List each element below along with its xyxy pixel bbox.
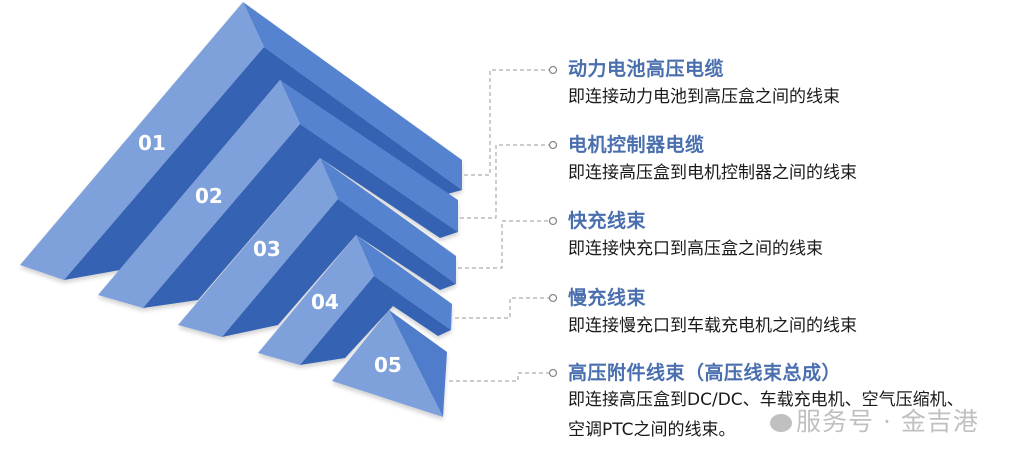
- layer-03-dark-face: [222, 199, 456, 337]
- layer-01-dark-face: [64, 47, 462, 280]
- item-03: 快充线束 即连接快充口到高压盒之间的线束: [568, 209, 823, 265]
- connector-02: [460, 144, 549, 219]
- layer-03-light-face: [178, 158, 338, 337]
- connector-03-dot-icon: [548, 216, 558, 226]
- pyramid-layer-01: [20, 2, 462, 280]
- item-02-title: 电机控制器电缆: [568, 134, 705, 156]
- item-03-description: 即连接快充口到高压盒之间的线束: [568, 239, 823, 259]
- layer-03-number: 03: [253, 237, 281, 261]
- watermark-text: 服务号 · 金吉港: [796, 407, 979, 436]
- connector-04: [455, 297, 549, 319]
- layer-02-number: 02: [195, 184, 223, 208]
- item-03-title: 快充线束: [568, 210, 647, 232]
- connector-05-dot-icon: [548, 368, 558, 378]
- item-05: 高压附件线束（高压线束总成） 即连接高压盒到DC/DC、车载充电机、空气压缩机、…: [568, 361, 968, 445]
- connector-endpoints: [548, 65, 558, 378]
- pyramid-layer-03: [178, 158, 456, 337]
- connector-lines: [449, 69, 549, 382]
- connector-03: [458, 220, 549, 269]
- layer-04-number: 04: [311, 290, 339, 314]
- item-04-description: 即连接慢充口到车载充电机之间的线束: [568, 316, 857, 336]
- connector-04-dot-icon: [548, 293, 558, 303]
- layer-04-top-face: [356, 235, 452, 330]
- layer-03-top-face: [320, 158, 456, 284]
- layer-02-top-face: [280, 80, 458, 232]
- connector-01: [464, 69, 549, 176]
- item-02: 电机控制器电缆 即连接高压盒到电机控制器之间的线束: [568, 133, 857, 189]
- watermark: 服务号 · 金吉港: [770, 402, 979, 438]
- layer-01-light-face: [20, 2, 264, 280]
- item-05-title: 高压附件线束（高压线束总成）: [568, 362, 842, 384]
- connector-01-dot-icon: [548, 65, 558, 75]
- layer-01-number: 01: [138, 131, 166, 155]
- item-01: 动力电池高压电缆 即连接动力电池到高压盒之间的线束: [568, 57, 840, 113]
- layer-05-number: 05: [374, 353, 402, 377]
- item-02-description: 即连接高压盒到电机控制器之间的线束: [568, 163, 857, 183]
- layer-01-top-face: [243, 2, 462, 190]
- item-05-description: 即连接高压盒到DC/DC、车载充电机、空气压缩机、空调PTC之间的线束。: [568, 390, 964, 440]
- pyramid-layer-04: [258, 235, 452, 365]
- layer-02-light-face: [98, 80, 300, 308]
- item-01-description: 即连接动力电池到高压盒之间的线束: [568, 87, 840, 107]
- layer-04-dark-face: [300, 276, 451, 365]
- pyramid-layer-02: [98, 80, 458, 308]
- connector-05: [449, 372, 549, 382]
- item-04: 慢充线束 即连接慢充口到车载充电机之间的线束: [568, 286, 857, 342]
- item-01-title: 动力电池高压电缆: [568, 58, 725, 80]
- wechat-icon: [770, 414, 792, 432]
- layer-05-light-face: [332, 310, 443, 417]
- layer-02-dark-face: [143, 124, 458, 308]
- layer-04-light-face: [258, 235, 374, 365]
- pyramid-layer-05: [332, 310, 447, 417]
- connector-02-dot-icon: [548, 140, 558, 150]
- layer-05-right-face: [389, 310, 447, 417]
- item-04-title: 慢充线束: [568, 287, 647, 309]
